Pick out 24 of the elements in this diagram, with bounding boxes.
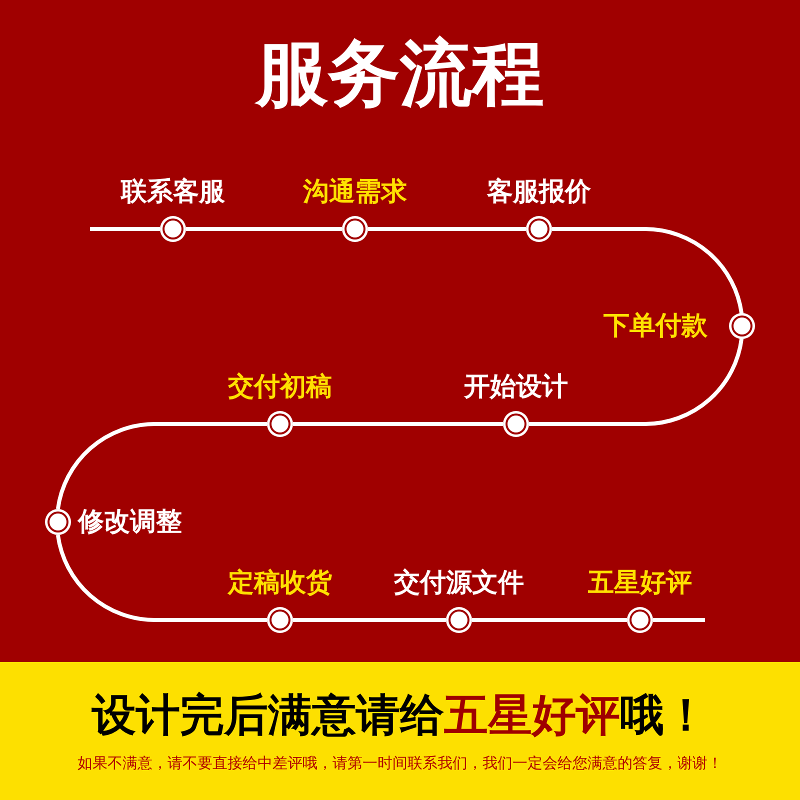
step-label: 下单付款: [604, 311, 708, 341]
track-line: [56, 534, 267, 622]
track-line: [90, 227, 160, 231]
note-text: 如果不满意，请不要直接给中差评哦，请第一时间联系我们，我们一定会给您满意的答复，谢谢！: [76, 753, 724, 774]
step-label: 定稿收货: [226, 568, 333, 598]
step-label: 交付初稿: [227, 372, 333, 402]
track-line: [552, 227, 744, 314]
step-label: 开始设计: [462, 372, 569, 402]
track-line: [293, 422, 503, 426]
track-line: [56, 422, 267, 510]
step-label: 五星好评: [587, 568, 693, 598]
track-line: [653, 618, 705, 622]
step-label: 交付源文件: [393, 568, 525, 598]
step-label: 客服报价: [486, 177, 592, 207]
track-line: [293, 618, 446, 622]
title: 服务流程: [254, 30, 545, 117]
step-label: 修改调整: [78, 507, 182, 537]
track-line: [472, 618, 627, 622]
step-label: 联系客服: [120, 177, 226, 207]
track-line: [529, 338, 744, 426]
banner-headline: 设计完后满意请给五星好评哦！: [90, 689, 709, 743]
step-label: 沟通需求: [302, 177, 408, 207]
track-line: [368, 227, 526, 231]
track-line: [186, 227, 342, 231]
